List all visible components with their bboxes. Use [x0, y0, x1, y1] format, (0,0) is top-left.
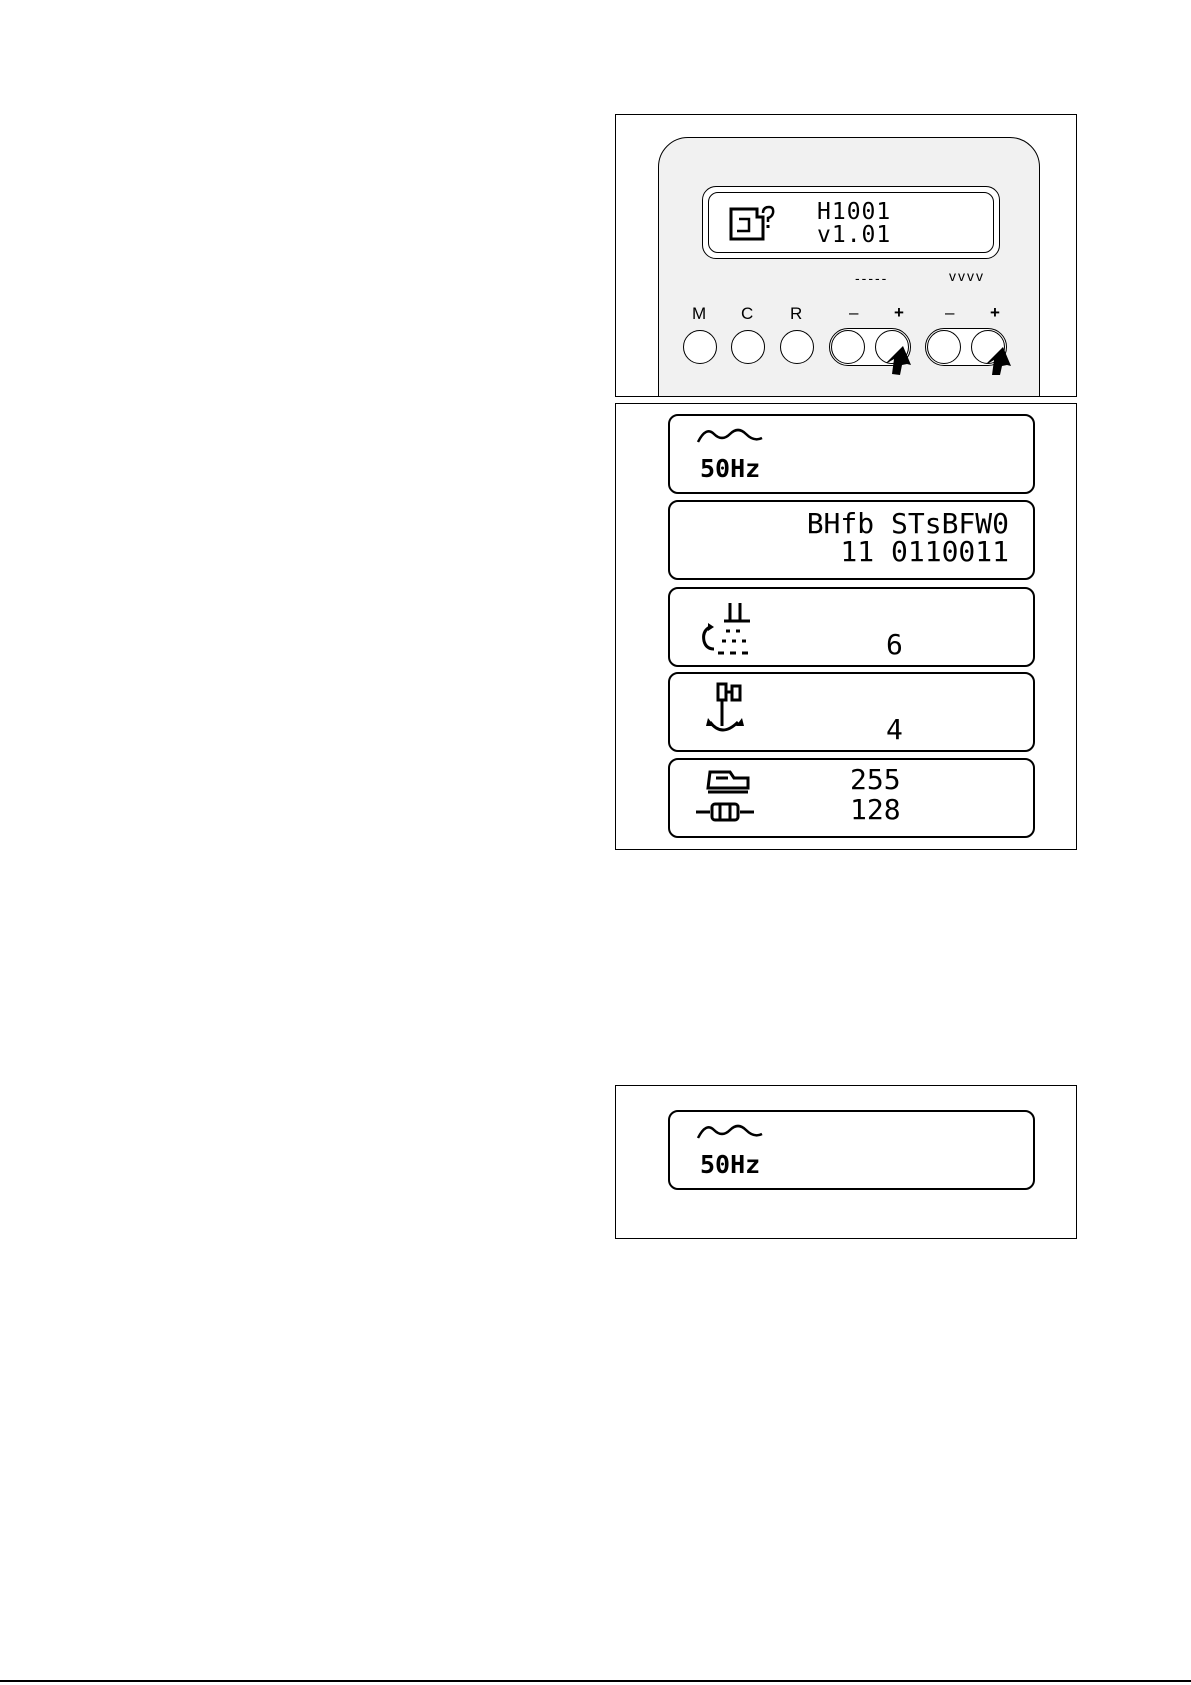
bobbin-value-2: 128 [850, 796, 901, 824]
arrow-overlay [616, 115, 1077, 397]
single-screen-figure: 50Hz [615, 1085, 1077, 1239]
screen-feed-dog: 6 [668, 587, 1035, 667]
presser-foot-value: 4 [886, 716, 903, 744]
display-screens-figure: 50Hz BHfb STsBFW0 11 0110011 6 4 [615, 403, 1077, 850]
screen-presser-foot: 4 [668, 672, 1035, 752]
frequency-value: 50Hz [700, 456, 760, 481]
presser-foot-icon [704, 680, 774, 742]
sensor-values: 11 0110011 [840, 538, 1009, 566]
control-panel-figure: H1001 v1.01 M C R ----- – + vvvv – + [615, 114, 1077, 397]
arrow-up-icon [886, 346, 911, 375]
arrow-up-icon [986, 347, 1011, 375]
screen-mains-frequency: 50Hz [668, 1110, 1035, 1190]
frequency-value: 50Hz [700, 1152, 760, 1177]
sine-wave-icon [696, 1120, 766, 1146]
feed-dog-value: 6 [886, 631, 903, 659]
footer-divider [0, 1680, 1191, 1682]
screen-mains-frequency: 50Hz [668, 414, 1035, 494]
bobbin-winder-icon [694, 768, 774, 832]
screen-bobbin-winder: 255 128 [668, 758, 1035, 838]
bobbin-value-1: 255 [850, 766, 901, 794]
sensor-labels: BHfb STsBFW0 [807, 510, 1009, 538]
sine-wave-icon [696, 424, 766, 450]
screen-sensor-status: BHfb STsBFW0 11 0110011 [668, 500, 1035, 580]
feed-dog-icon [696, 597, 766, 657]
